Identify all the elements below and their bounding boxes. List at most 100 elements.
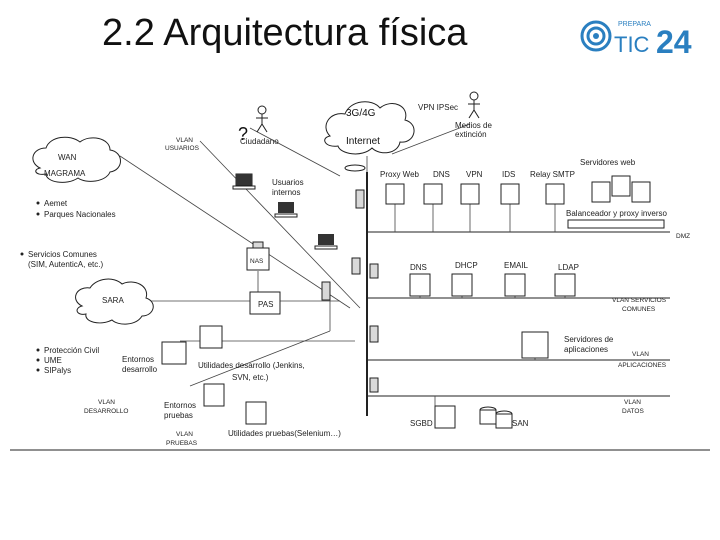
dmz-server-3 (460, 183, 480, 205)
sara-cloud-label: SARA (102, 296, 124, 305)
web-server (611, 175, 631, 197)
pas-box: PAS (249, 291, 281, 315)
ciudadano-link (249, 127, 341, 177)
internet-cloud-bottom: Internet (346, 136, 380, 147)
common-server-1 (409, 273, 431, 297)
san-label: SAN (512, 419, 529, 428)
ciudadano-label: Ciudadano (240, 137, 279, 146)
sgbd-label: SGBD (410, 419, 433, 428)
logo-top-text: PREPARA (618, 21, 651, 28)
vlan-aplicaciones-line1: VLAN (632, 351, 649, 358)
dmz-server-label-3: VPN (466, 170, 483, 179)
logo-ring-inner (586, 26, 606, 46)
question-mark: ? (238, 124, 248, 144)
web-server (631, 181, 651, 203)
wan-bullet-dot-1 (36, 201, 40, 205)
common-server-2 (451, 273, 473, 297)
vlan-datos-line1: VLAN (624, 399, 641, 406)
laptop-icon (314, 234, 338, 250)
desarrollo-server (199, 325, 223, 349)
vlan-desarrollo-line1: VLAN (98, 399, 115, 406)
entornos-pruebas-server (203, 383, 225, 407)
wan-cloud: WAN MAGRAMA (32, 136, 121, 183)
dmz-server-label-5: Relay SMTP (530, 170, 575, 179)
wan-bullet-2: Parques Nacionales (44, 210, 116, 219)
prepara-tic24-logo: PREPARA TIC 24 (580, 20, 692, 58)
logo-number: 24 (656, 24, 692, 58)
wan-cloud-line2: MAGRAMA (44, 169, 86, 178)
usuarios-internos-line2: internos (272, 188, 300, 197)
firewall-icon (351, 257, 361, 275)
vlan-aplicaciones-line2: APLICACIONES (618, 362, 667, 369)
vlan-usuarios-line2: USUARIOS (165, 145, 200, 152)
medios-link (391, 123, 471, 155)
nas-device: NAS (246, 241, 270, 271)
sara-bullet-1: Protección Civil (44, 346, 99, 355)
firewall-icon (321, 281, 331, 301)
utilidades-pruebas: Utilidades pruebas(Selenium…) (228, 429, 341, 438)
common-server-label-2: DHCP (455, 261, 478, 270)
firewall-icon (369, 377, 379, 393)
ciudadano-icon (256, 105, 268, 133)
dmz-server-4 (500, 183, 520, 205)
pruebas-server (245, 401, 267, 425)
vlan-datos-line2: DATOS (622, 408, 644, 415)
app-server (521, 331, 549, 359)
common-server-4 (554, 273, 576, 297)
entornos-desarrollo-server (161, 341, 187, 365)
entornos-pruebas-line2: pruebas (164, 411, 193, 420)
servidores-web-label: Servidores web (580, 158, 636, 167)
vlan-pruebas-line1: VLAN (176, 431, 193, 438)
sara-bullet-dot-2 (36, 358, 40, 362)
firewall-icon (355, 189, 365, 209)
nas-label: NAS (250, 258, 264, 265)
dmz-server-5 (545, 183, 565, 205)
web-server (591, 181, 611, 203)
vlan-usuarios-line1: VLAN (176, 137, 193, 144)
sara-bullet-dot-3 (36, 368, 40, 372)
utilidades-desarrollo-line1: Utilidades desarrollo (Jenkins, (198, 361, 305, 370)
app-servers-line2: aplicaciones (564, 345, 608, 354)
common-server-3 (504, 273, 526, 297)
san-storage-icon (479, 406, 513, 429)
firewall-icon (369, 325, 379, 343)
balanceador-box (567, 219, 665, 229)
internet-cloud-top: 3G/4G (346, 108, 376, 119)
firewall-icon (369, 263, 379, 279)
common-server-label-4: LDAP (558, 263, 579, 272)
logo-dot (593, 33, 599, 39)
vlan-desarrollo-line2: DESARROLLO (84, 408, 128, 415)
sara-bullet-3: SIPalys (44, 366, 71, 375)
wan-bullet-dot-2 (36, 212, 40, 216)
servicios-bullet-dot (20, 252, 24, 256)
logo-main-text: TIC (614, 32, 650, 57)
medios-line2: extinción (455, 130, 487, 139)
pas-label: PAS (258, 300, 273, 309)
vlan-pruebas-line2: PRUEBAS (166, 440, 198, 447)
dmz-server-label-4: IDS (502, 170, 515, 179)
sara-bullet-dot-1 (36, 348, 40, 352)
laptop-icon (274, 202, 298, 218)
medios-icon (468, 91, 480, 119)
sara-cloud: SARA (75, 278, 154, 325)
utilidades-desarrollo-line2: SVN, etc.) (232, 373, 269, 382)
dmz-server-2 (423, 183, 443, 205)
logo-ring-outer (580, 20, 612, 52)
slide-title: 2.2 Arquitectura física (102, 12, 468, 54)
app-servers-line1: Servidores de (564, 335, 614, 344)
entornos-desarrollo-line1: Entornos (122, 355, 154, 364)
servicios-comunes-line2: (SIM, AutenticA, etc.) (28, 260, 103, 269)
dmz-server-label-2: DNS (433, 170, 450, 179)
servicios-comunes-line1: Servicios Comunes (28, 250, 97, 259)
router-icon (344, 164, 366, 172)
vlan-servicios-line2: COMUNES (622, 306, 656, 313)
usuarios-internos-line1: Usuarios (272, 178, 304, 187)
internet-cloud: 3G/4G Internet (324, 101, 415, 155)
laptop-icon (232, 173, 256, 190)
vlan-servicios-line1: VLAN SERVICIOS (612, 297, 667, 304)
vpn-ipsec-label: VPN IPSec (418, 103, 458, 112)
architecture-diagram: 3G/4G Internet WAN MAGRAMA SARA ? Ciudad… (10, 91, 710, 451)
sgbd-server (434, 405, 456, 429)
entornos-pruebas-line1: Entornos (164, 401, 196, 410)
wan-link (119, 155, 351, 309)
